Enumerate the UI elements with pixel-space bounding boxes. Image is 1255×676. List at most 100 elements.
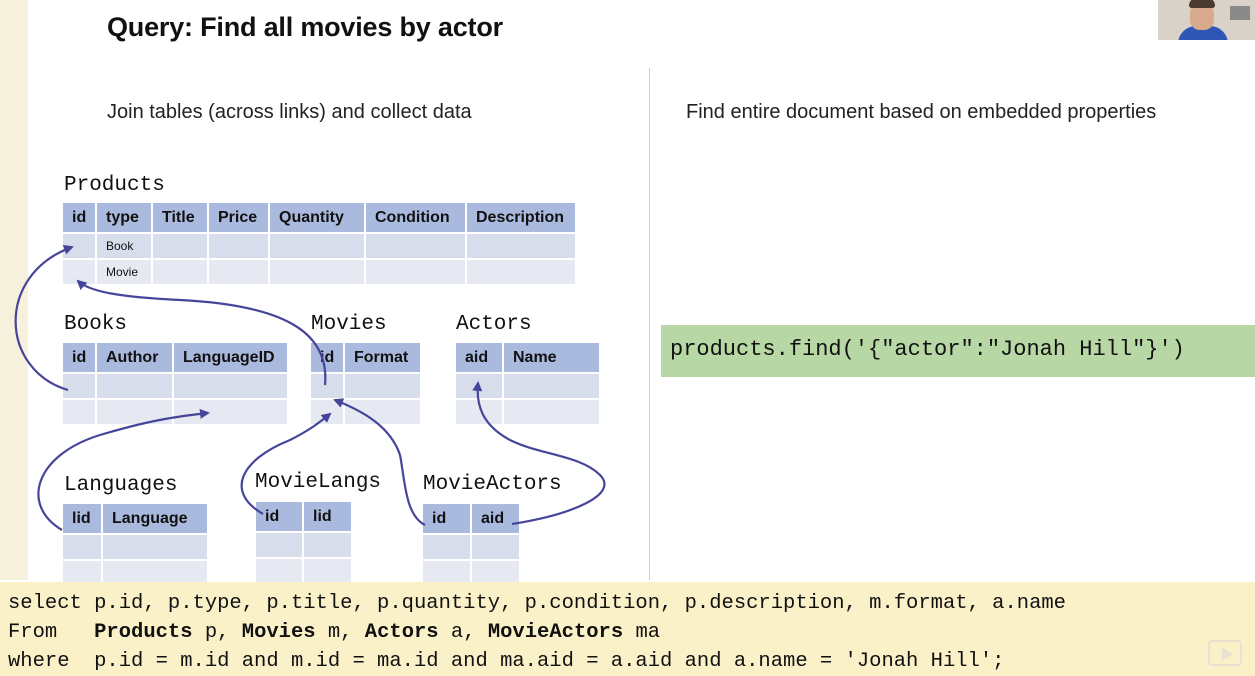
header-cell: Language [103,504,209,533]
languages-header-row: lid Language [63,504,209,535]
header-cell: lid [304,502,353,531]
header-cell: Title [153,203,209,232]
header-cell: LanguageID [174,343,289,372]
header-cell: aid [456,343,504,372]
table-row: Book [63,234,577,260]
header-cell: Name [504,343,601,372]
header-cell: lid [63,504,103,533]
play-icon[interactable] [1208,640,1242,666]
webcam-thumbnail [1158,0,1255,40]
table-cell [304,559,353,583]
presenter-shirt [1178,26,1228,40]
table-cell [345,374,422,398]
arrow-movielangs-to-movies [240,412,332,515]
table-cell [504,400,601,424]
books-header-row: id Author LanguageID [63,343,289,374]
table-cell [270,260,366,284]
header-cell: Condition [366,203,467,232]
movies-table-label: Movies [311,313,387,336]
sql-from-line: From Products p, Movies m, Actors a, Mov… [8,621,660,644]
table-cell [63,535,103,559]
sql-from-keyword: From [8,621,95,644]
table-cell [103,535,209,559]
header-cell: Author [97,343,174,372]
products-table-label: Products [64,174,165,197]
movielangs-table-label: MovieLangs [255,471,382,494]
table-cell [256,559,304,583]
table-row [423,561,521,587]
table-cell [366,234,467,258]
sql-select-line: select p.id, p.type, p.title, p.quantity… [8,592,1066,615]
sql-table-name: Products [94,621,193,644]
movielangs-table: id lid [256,502,353,585]
table-cell: Book [97,234,153,258]
books-table-label: Books [64,313,128,336]
table-cell [472,535,521,559]
movieactors-header-row: id aid [423,504,521,535]
sql-alias: m, [315,621,365,644]
table-cell [174,400,289,424]
header-cell: Price [209,203,270,232]
table-cell [97,374,174,398]
sql-alias: a, [438,621,488,644]
table-row [311,400,422,426]
table-row [256,533,353,559]
table-cell: Movie [97,260,153,284]
document-query-code: products.find('{"actor":"Jonah Hill"}') [670,337,1185,362]
arrow-movieactors-to-actors [472,381,606,526]
products-header-row: id type Title Price Quantity Condition D… [63,203,577,234]
table-cell [256,533,304,557]
arrow-languages-to-books [37,408,210,531]
header-cell: id [423,504,472,533]
table-cell [63,374,97,398]
left-subtitle: Join tables (across links) and collect d… [107,101,472,123]
header-cell: Format [345,343,422,372]
table-row: Movie [63,260,577,286]
wall-frame [1230,6,1250,20]
table-row [423,535,521,561]
column-divider [649,68,650,580]
right-subtitle: Find entire document based on embedded p… [686,101,1157,123]
table-cell [270,234,366,258]
table-cell [174,374,289,398]
header-cell: aid [472,504,521,533]
movies-table: id Format [311,343,422,426]
sql-where-line: where p.id = m.id and m.id = ma.id and m… [8,650,1005,673]
arrow-books-to-products [14,245,74,392]
arrow-movieactors-to-movies [333,398,426,526]
table-row [63,535,209,561]
header-cell: type [97,203,153,232]
sql-alias: p, [192,621,242,644]
table-row [311,374,422,400]
table-cell [345,400,422,424]
table-cell [504,374,601,398]
table-cell [63,561,103,585]
movielangs-header-row: id lid [256,502,353,533]
sql-alias: ma [623,621,661,644]
document-query-box: products.find('{"actor":"Jonah Hill"}') [661,325,1255,377]
sql-query-box [0,582,1255,676]
table-cell [153,260,209,284]
table-cell [423,535,472,559]
sql-table-name: Actors [364,621,439,644]
products-table: id type Title Price Quantity Condition D… [63,203,577,286]
table-cell [153,234,209,258]
header-cell: id [256,502,304,531]
actors-table: aid Name [456,343,601,426]
slide-title: Query: Find all movies by actor [107,12,503,42]
header-cell: id [63,203,97,232]
table-cell [472,561,521,585]
sql-table-name: Movies [241,621,316,644]
table-cell [209,234,270,258]
table-cell [103,561,209,585]
header-cell: id [63,343,97,372]
sql-table-name: MovieActors [487,621,624,644]
table-cell [209,260,270,284]
presenter-hair [1189,0,1215,8]
languages-table-label: Languages [64,474,178,497]
movieactors-table-label: MovieActors [423,473,562,496]
table-cell [366,260,467,284]
table-row [456,400,601,426]
actors-table-label: Actors [456,313,532,336]
